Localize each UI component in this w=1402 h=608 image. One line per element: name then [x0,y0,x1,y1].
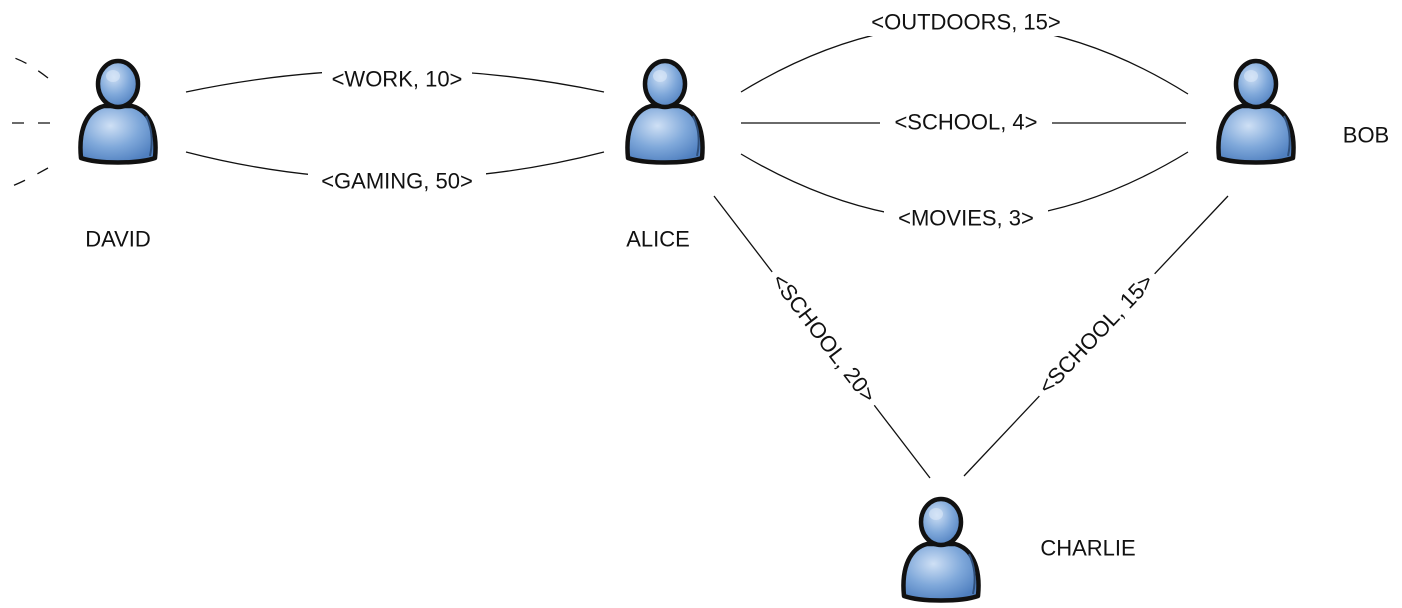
node-david[interactable]: DAVID [80,61,155,252]
edge-alice-bob-outdoors: <OUTDOORS, 15> [740,8,1189,95]
node-name-bob: BOB [1343,123,1389,148]
node-name-charlie: CHARLIE [1040,536,1135,561]
node-charlie[interactable]: CHARLIE [903,499,1136,601]
edge-label-gaming-50: <GAMING, 50> [321,169,473,194]
person-icon [903,499,978,601]
edge-label-school-15: <SCHOOL, 15> [1033,269,1158,399]
edge-david-alice-gaming: <GAMING, 50> [185,151,605,194]
person-icon [80,61,155,163]
david-offscreen-edges [11,56,50,187]
edge-alice-charlie-school: <SCHOOL, 20> [713,195,931,479]
edge-label-school-4: <SCHOOL, 4> [894,110,1037,135]
edge-bob-charlie-school: <SCHOOL, 15> [963,195,1229,477]
edge-label-work-10: <WORK, 10> [332,67,463,92]
edge-label-school-20: <SCHOOL, 20> [767,269,881,407]
edge-alice-bob-movies: <MOVIES, 3> [740,151,1189,232]
node-name-alice: ALICE [626,227,690,252]
person-icon [1218,61,1293,163]
edge-label-movies-3: <MOVIES, 3> [898,206,1034,231]
edge-alice-bob-school: <SCHOOL, 4> [741,108,1186,136]
edge-david-alice-work: <WORK, 10> [185,64,605,93]
node-bob[interactable]: BOB [1218,61,1389,163]
person-icon [627,61,702,163]
node-alice[interactable]: ALICE [626,61,702,252]
node-name-david: DAVID [85,227,151,252]
edge-label-outdoors-15: <OUTDOORS, 15> [871,10,1061,35]
